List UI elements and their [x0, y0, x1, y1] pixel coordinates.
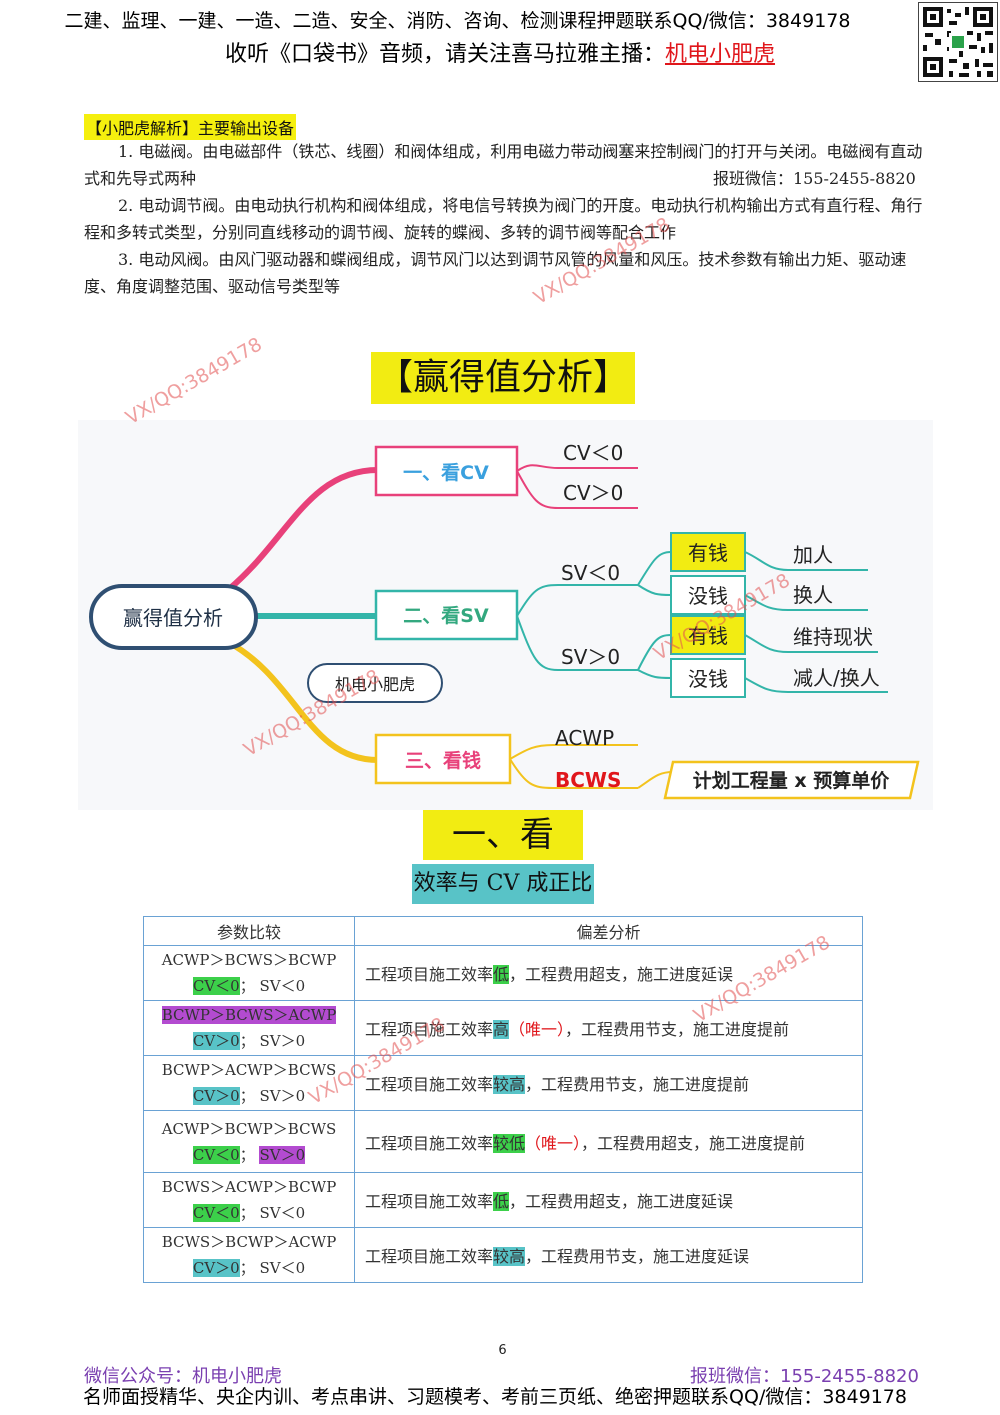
row-analysis-prefix: 工程项目施工效率: [365, 1133, 494, 1153]
row-cv: CV＜0: [192, 1145, 240, 1164]
row-analysis-prefix: 工程项目施工效率: [365, 1020, 494, 1039]
mindmap-action-keep-status: 维持现状: [793, 625, 873, 649]
table-row: ACWP＞BCWP＞BCWS CV＜0； SV＞0 工程项目施工效率较低（唯一）…: [143, 1110, 863, 1173]
table-row: BCWS＞ACWP＞BCWP CV＜0； SV＜0 工程项目施工效率低，工程费用…: [143, 1172, 863, 1228]
row-analysis-prefix: 工程项目施工效率: [365, 965, 494, 984]
row-cv: CV＞0: [192, 1087, 240, 1105]
row-cv: CV＞0: [192, 1259, 240, 1277]
row-relation: ACWP＞BCWP＞BCWS: [161, 1119, 337, 1138]
section-title-cv: 一、看 CV: [423, 810, 583, 905]
paragraph-signup-wechat: 报班微信：155-2455-8820: [707, 165, 916, 192]
page-number: 6: [498, 1343, 507, 1358]
mindmap-bcws: BCWS: [555, 768, 621, 792]
row-analysis-suffix: ，工程费用超支，施工进度提前: [581, 1133, 806, 1153]
row-sv: SV＞0: [259, 1145, 306, 1164]
table-header-row: 参数比较 偏差分析: [143, 916, 863, 946]
paragraph-electric-control-valve: 2. 电动调节阀。由电动执行机构和阀体组成，将电信号转换为阀门的开度。电动执行机…: [84, 196, 923, 242]
row-sv: SV＜0: [259, 1204, 306, 1222]
analysis-label: 【小肥虎解析】主要输出设备: [84, 114, 297, 140]
row-analysis-suffix: ，工程费用节支，施工进度提前: [565, 1020, 790, 1039]
mindmap-action-reduce-people: 减人/换人: [793, 666, 880, 690]
mindmap-sv-pos-no-money: 没钱: [688, 667, 728, 691]
mindmap-cv-node: 一、看CV: [403, 462, 489, 484]
table-row: BCWS＞BCWP＞ACWP CV＞0； SV＜0 工程项目施工效率较高，工程费…: [143, 1227, 863, 1283]
row-relation: BCWP＞BCWS＞ACWP: [161, 1006, 337, 1024]
footer-signup-wechat: 报班微信：155-2455-8820: [690, 1366, 919, 1387]
row-efficiency: 低: [493, 965, 510, 984]
row-cv: CV＞0: [192, 1032, 240, 1050]
mindmap-sv-pos-has-money: 有钱: [688, 624, 728, 648]
mindmap-cv-negative: CV＜0: [563, 441, 623, 465]
row-unique: （唯一）: [509, 1020, 566, 1039]
row-efficiency: 较低: [493, 1133, 526, 1153]
earned-value-mindmap: 赢得值分析 一、看CV CV＜0 CV＞0 二、看SV SV＜0 SV＞0 有钱…: [78, 420, 933, 810]
mindmap-sv-neg-no-money: 没钱: [688, 584, 728, 608]
mindmap-acwp: ACWP: [555, 726, 614, 750]
row-efficiency: 较高: [493, 1075, 526, 1094]
mindmap-sv-positive: SV＞0: [561, 645, 620, 669]
row-relation: ACWP＞BCWS＞BCWP: [161, 951, 337, 969]
row-analysis-suffix: ，工程费用超支，施工进度延误: [509, 965, 734, 984]
table-header-params: 参数比较: [143, 916, 355, 946]
footer-contact-line: 名师面授精华、央企内训、考点串讲、习题模考、考前三页纸、绝密押题联系QQ/微信：…: [83, 1386, 907, 1408]
paragraph-solenoid-valve: 1. 电磁阀。由电磁部件（铁芯、线圈）和阀体组成，利用电磁力带动阀塞来控制阀门的…: [84, 142, 923, 188]
table-row: BCWP＞BCWS＞ACWP CV＞0； SV＞0 工程项目施工效率高（唯一），…: [143, 1000, 863, 1056]
row-analysis-suffix: ，工程费用节支，施工进度提前: [525, 1075, 750, 1094]
row-analysis-prefix: 工程项目施工效率: [365, 1247, 494, 1266]
watermark-text: VX/QQ:3849178: [122, 333, 266, 430]
mindmap-action-change-people: 换人: [793, 583, 833, 607]
mindmap-sv-negative: SV＜0: [561, 561, 620, 585]
mindmap-sv-neg-has-money: 有钱: [688, 541, 728, 565]
row-analysis-suffix: ，工程费用超支，施工进度延误: [509, 1192, 734, 1211]
row-sv: SV＞0: [259, 1087, 306, 1105]
row-relation: BCWS＞ACWP＞BCWP: [161, 1178, 337, 1196]
header-audio-line: 收听《口袋书》音频，请关注喜马拉雅主播：机电小肥虎: [0, 36, 1000, 68]
row-efficiency: 高: [493, 1020, 510, 1039]
mindmap-cv-positive: CV＞0: [563, 481, 623, 505]
footer-wechat-account: 微信公众号：机电小肥虎: [84, 1366, 282, 1387]
row-analysis-prefix: 工程项目施工效率: [365, 1075, 494, 1094]
table-row: BCWP＞ACWP＞BCWS CV＞0； SV＞0 工程项目施工效率较高，工程费…: [143, 1055, 863, 1111]
row-sv: SV＞0: [259, 1032, 306, 1050]
section-subtitle: 效率与 CV 成正比: [412, 864, 594, 904]
mindmap-root: 赢得值分析: [123, 606, 223, 630]
row-relation: BCWP＞ACWP＞BCWS: [161, 1061, 337, 1079]
header-contact-line: 二建、监理、一建、一造、二造、安全、消防、咨询、检测课程押题联系QQ/微信：38…: [64, 10, 851, 32]
row-sv: SV＜0: [259, 977, 306, 995]
row-sv: SV＜0: [259, 1259, 306, 1277]
row-unique: （唯一）: [525, 1133, 582, 1153]
mindmap-formula: 计划工程量 x 预算单价: [693, 769, 890, 792]
row-relation: BCWS＞BCWP＞ACWP: [161, 1233, 337, 1251]
mindmap-tag: 机电小肥虎: [335, 675, 415, 694]
table-header-analysis: 偏差分析: [354, 916, 863, 946]
mindmap-sv-node: 二、看SV: [403, 605, 489, 627]
row-efficiency: 低: [493, 1192, 510, 1211]
deviation-table: 参数比较 偏差分析 ACWP＞BCWS＞BCWP CV＜0； SV＜0 工程项目…: [143, 916, 863, 1283]
qr-code-icon: [918, 2, 998, 82]
mindmap-action-add-people: 加人: [793, 543, 833, 567]
paragraph-electric-air-valve: 3. 电动风阀。由风门驱动器和蝶阀组成，调节风门以达到调节风管的风量和风压。技术…: [84, 250, 907, 296]
table-row: ACWP＞BCWS＞BCWP CV＜0； SV＜0 工程项目施工效率低，工程费用…: [143, 945, 863, 1001]
row-analysis-prefix: 工程项目施工效率: [365, 1192, 494, 1211]
row-analysis-suffix: ，工程费用节支，施工进度延误: [525, 1247, 750, 1266]
row-cv: CV＜0: [192, 977, 240, 995]
header-anchor-link[interactable]: 机电小肥虎: [665, 42, 776, 67]
row-cv: CV＜0: [192, 1204, 240, 1222]
mindmap-money-node: 三、看钱: [405, 749, 481, 772]
earned-value-title: 【赢得值分析】: [371, 352, 635, 404]
header-audio-prefix: 收听《口袋书》音频，请关注喜马拉雅主播：: [224, 42, 665, 67]
row-efficiency: 较高: [493, 1247, 526, 1266]
